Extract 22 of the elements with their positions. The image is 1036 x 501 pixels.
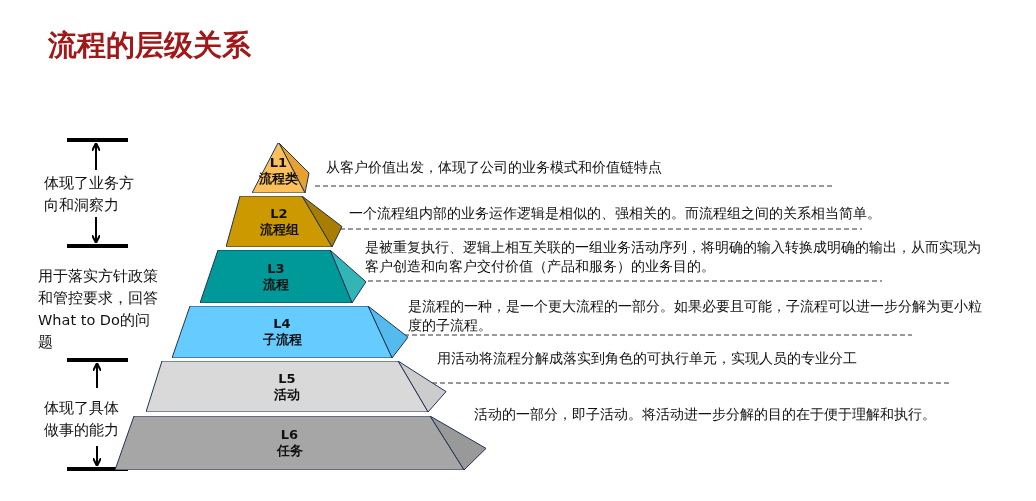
layer-name: 流程类 [258,171,299,187]
side-note: 用于落实方针政策和管控要求，回答What to Do的问题 [38,267,159,352]
slide-title: 流程的层级关系 [48,27,251,64]
side-note: 体现了具体做事的能力 [44,399,120,440]
description-text: 用活动将流程分解成落实到角色的可执行单元，实现人员的专业分工 [437,349,858,368]
level-label: L5 [277,370,297,387]
description-text: 是被重复执行、逻辑上相互关联的一组业务活动序列，将明确的输入转换成明确的输出，从而实现为客户创造和向客户交付价值（产品和服务）的业务目的。 [365,238,982,276]
description-text: 从客户价值出发，体现了公司的业务模式和价值链特点 [326,158,663,177]
layer-name: 任务 [275,443,304,459]
level-label: L4 [272,316,292,332]
side-note: 体现了业务方向和洞察力 [44,174,135,215]
layer-name: 子流程 [261,332,303,348]
level-label: L2 [269,205,289,222]
layer-name: 流程 [262,276,290,293]
layer-name: 流程组 [258,221,300,238]
layer-name: 活动 [273,386,301,403]
level-label: L6 [279,427,300,443]
level-label: L1 [268,155,289,171]
description-text: 一个流程组内部的业务运作逻辑是相似的、强相关的。而流程组之间的关系相当简单。 [349,204,882,223]
level-label: L3 [266,260,286,277]
description-text: 活动的一部分，即子活动。将活动进一步分解的目的在于便于理解和执行。 [474,405,937,424]
description-text: 是流程的一种，是一个更大流程的一部分。如果必要且可能，子流程可以进一步分解为更小粒度的子流程。 [408,297,983,335]
